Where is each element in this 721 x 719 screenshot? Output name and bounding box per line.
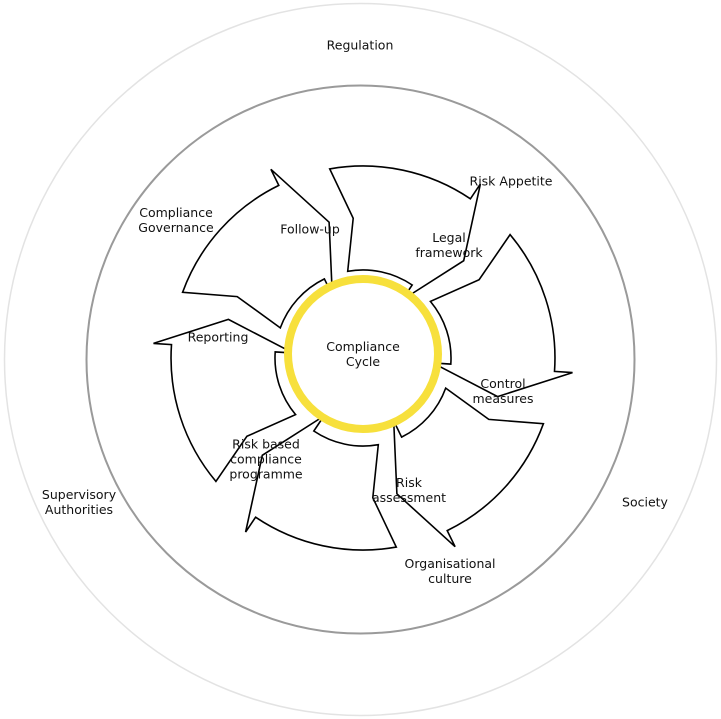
cycle-arrow-risk-assessment xyxy=(392,386,545,548)
center-label-compliance-cycle: Compliance Cycle xyxy=(326,339,400,369)
compliance-cycle-ring xyxy=(284,275,442,433)
step-label-risk-based-compliance-programme: Risk based compliance programme xyxy=(229,436,303,482)
outer-label-supervisory-authorities: Supervisory Authorities xyxy=(41,487,117,517)
step-label-control-measures: Control measures xyxy=(472,376,534,406)
cycle-arrow-reporting xyxy=(153,318,297,483)
cycle-arrow-control-measures xyxy=(429,233,573,398)
inner-context-circle xyxy=(85,84,636,635)
cycle-arrow-legal-framework xyxy=(328,165,482,301)
cycle-arrow-follow-up xyxy=(181,168,334,330)
outer-context-circle xyxy=(3,2,718,717)
inner-label-compliance-governance: Compliance Governance xyxy=(138,205,214,235)
outer-label-regulation: Regulation xyxy=(326,37,394,53)
cycle-arrows xyxy=(153,165,573,551)
step-label-follow-up: Follow-up xyxy=(280,221,340,237)
inner-label-risk-appetite: Risk Appetite xyxy=(469,173,553,189)
cycle-arrow-risk-based-compliance-programme xyxy=(244,415,398,551)
step-label-legal-framework: Legal framework xyxy=(415,230,483,260)
step-label-risk-assessment: Risk assessment xyxy=(371,475,447,505)
step-label-reporting: Reporting xyxy=(187,329,249,345)
outer-label-society: Society xyxy=(622,494,668,510)
inner-label-organisational-culture: Organisational culture xyxy=(404,556,496,586)
